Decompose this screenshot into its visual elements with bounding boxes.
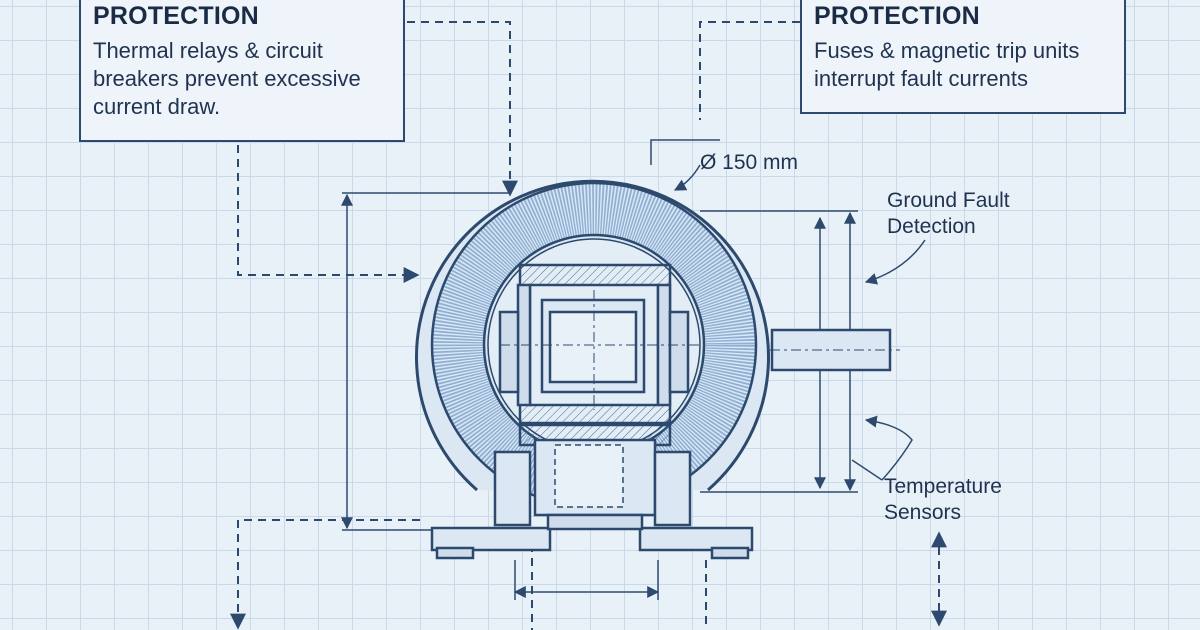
motor-shaft — [770, 328, 892, 372]
callout-title: PROTECTION — [814, 2, 980, 30]
rotor-assembly — [498, 263, 700, 425]
diameter-label: Ø 150 mm — [700, 151, 799, 174]
protection-callout-right: PROTECTION Fuses & magnetic trip units i… — [800, 0, 1126, 114]
motor-body — [415, 179, 900, 560]
callout-text: Fuses & magnetic trip units interrupt fa… — [814, 38, 1080, 91]
callout-text: Thermal relays & circuit breakers preven… — [93, 38, 361, 119]
ground-fault-label: Ground Fault Detection — [887, 189, 1010, 238]
temperature-sensors-label: Temperature Sensors — [884, 475, 1002, 524]
protection-callout-left: PROTECTION Thermal relays & circuit brea… — [79, 0, 405, 142]
dashed-leader-lines — [230, 21, 947, 630]
mounting-base — [430, 423, 754, 560]
callout-title: PROTECTION — [93, 2, 259, 30]
